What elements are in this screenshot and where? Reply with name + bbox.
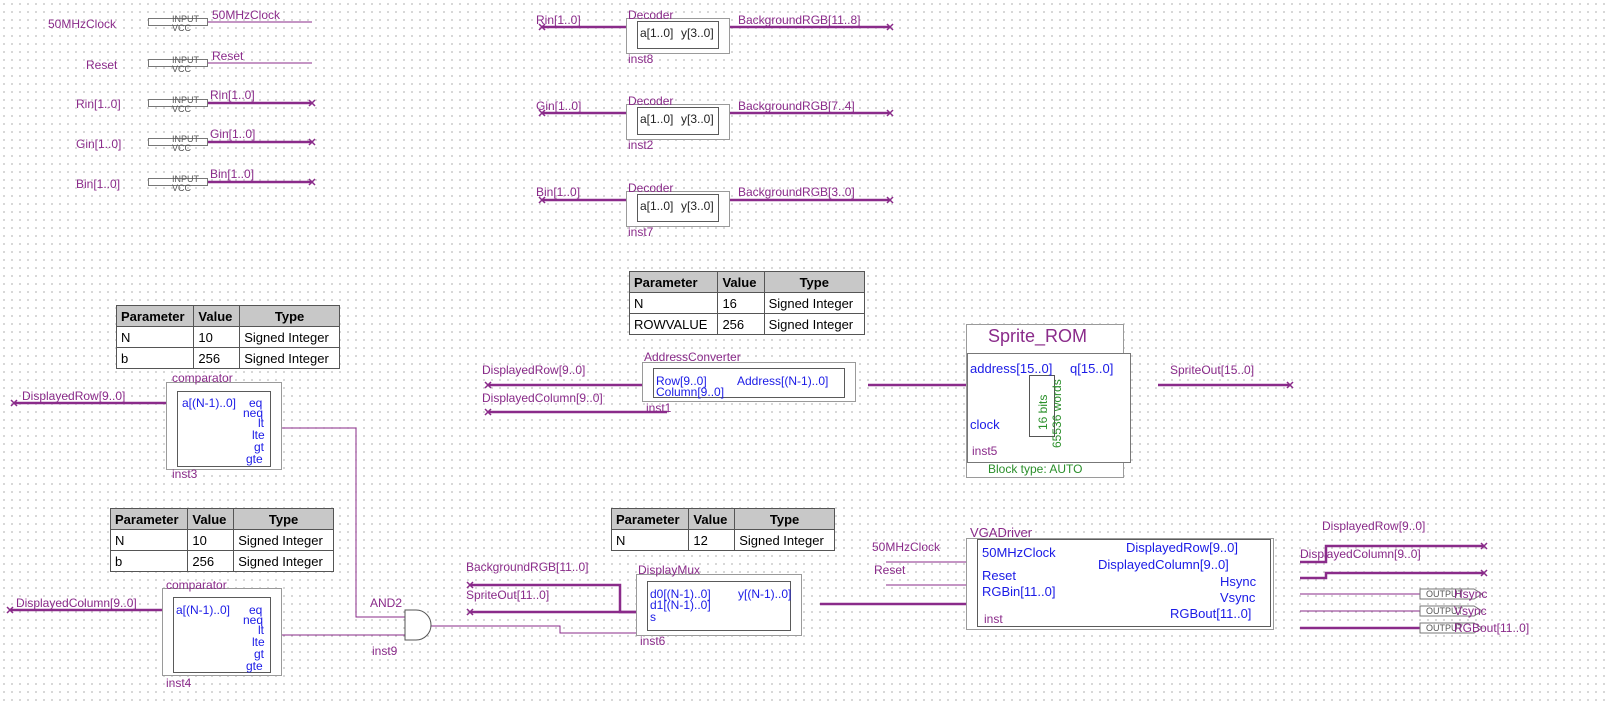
net-label: DisplayedRow[9..0] — [482, 363, 586, 377]
comparator-box[interactable] — [166, 382, 282, 470]
port-rgbout: RGBout[11..0] — [1170, 606, 1252, 621]
block-name: AND2 — [370, 596, 403, 610]
wire-vga-col — [1300, 571, 1484, 580]
inst-label: inst5 — [972, 444, 998, 458]
port-a: a[1..0] — [640, 26, 674, 40]
inst-label: inst7 — [628, 225, 654, 239]
net-label: BackgroundRGB[11..0] — [466, 560, 589, 574]
net-label: Bin[1..0] — [210, 167, 255, 181]
address-converter-box[interactable] — [642, 362, 856, 402]
port-y: y[3..0] — [681, 26, 714, 40]
net-label: Reset — [212, 49, 244, 63]
net-label: Rin[1..0] — [536, 13, 581, 27]
wire-and-out — [428, 625, 662, 634]
net-label: Rin[1..0] — [210, 88, 255, 102]
wire-comp1-lt — [282, 427, 405, 618]
inst-label: inst4 — [166, 676, 192, 690]
port-a: a[(N-1)..0] — [182, 396, 237, 410]
decoder-box[interactable] — [626, 191, 730, 227]
inst-label: inst3 — [172, 467, 198, 481]
comparator-box[interactable] — [162, 588, 282, 676]
port-displayedrow: DisplayedRow[9..0] — [1126, 540, 1238, 555]
rom-title: Sprite_ROM — [988, 326, 1088, 346]
net-label: Reset — [874, 563, 906, 577]
port-y: y[3..0] — [681, 199, 714, 213]
decoder-box[interactable] — [626, 18, 730, 54]
pin-label: Reset — [86, 58, 118, 72]
port-d1: d1[(N-1)..0] — [650, 598, 711, 612]
net-label: BackgroundRGB[3..0] — [738, 185, 855, 199]
port-d0: d0[(N-1)..0] — [650, 587, 711, 601]
net-label: SpriteOut[11..0] — [466, 588, 550, 602]
block-name: DisplayMux — [638, 563, 701, 577]
net-label: DisplayedColumn[9..0] — [1300, 547, 1421, 561]
net-label: 50MHzClock — [872, 540, 941, 554]
port-column: Column[9..0] — [656, 385, 725, 399]
pin-label: 50MHzClock — [48, 17, 117, 31]
pin-label: RGBout[11..0] — [1454, 621, 1530, 635]
inst-label: inst — [984, 612, 1003, 626]
rom-bits: 16 bits — [1036, 394, 1050, 430]
sprite-rom-box[interactable] — [966, 324, 1131, 478]
inst-label: inst6 — [640, 634, 666, 648]
port-address: Address[(N-1)..0] — [737, 374, 829, 388]
rom-words: 65536 words — [1050, 379, 1064, 448]
net-label: DisplayedRow[9..0] — [1322, 519, 1426, 533]
net-label: DisplayedColumn[9..0] — [16, 596, 137, 610]
rom-block-type: Block type: AUTO — [988, 462, 1083, 476]
and2-gate-shape — [404, 609, 432, 641]
port-vsync: Vsync — [1220, 590, 1256, 605]
decoder-box[interactable] — [626, 104, 730, 140]
port-address: address[15..0] — [970, 361, 1053, 376]
block-name: Decoder — [628, 181, 674, 195]
port-y: y[(N-1)..0] — [738, 587, 792, 601]
net-label: DisplayedColumn[9..0] — [482, 391, 603, 405]
display-mux-box[interactable] — [636, 574, 802, 636]
block-name: Decoder — [628, 8, 674, 22]
wire-vga-row — [1300, 544, 1484, 564]
net-label: SpriteOut[15..0] — [1170, 363, 1255, 377]
port-displayedcolumn: DisplayedColumn[9..0] — [1098, 557, 1229, 572]
vga-driver-box[interactable] — [966, 538, 1274, 630]
port-hsync: Hsync — [1220, 574, 1257, 589]
port-reset: Reset — [982, 568, 1016, 583]
net-label: Gin[1..0] — [210, 127, 256, 141]
port-rgbin: RGBin[11..0] — [982, 584, 1056, 599]
block-name: comparator — [166, 578, 227, 592]
port-clock: clock — [970, 417, 1000, 432]
port-a: a[1..0] — [640, 199, 674, 213]
block-name: comparator — [172, 371, 233, 385]
net-label: DisplayedRow[9..0] — [22, 389, 126, 403]
pin-label: Hsync — [1454, 587, 1488, 601]
block-name: VGADriver — [970, 525, 1033, 540]
port-row: Row[9..0] — [656, 374, 707, 388]
pin-label: Rin[1..0] — [76, 97, 121, 111]
net-label: Gin[1..0] — [536, 99, 582, 113]
inst-label: inst2 — [628, 138, 654, 152]
port-y: y[3..0] — [681, 112, 714, 126]
inst-label: inst8 — [628, 52, 654, 66]
block-name: AddressConverter — [644, 350, 741, 364]
port-a: a[1..0] — [640, 112, 674, 126]
inst-label: inst9 — [372, 644, 398, 658]
port-q: q[15..0] — [1070, 361, 1114, 376]
net-label: BackgroundRGB[7..4] — [738, 99, 855, 113]
net-label: BackgroundRGB[11..8] — [738, 13, 861, 27]
port-a: a[(N-1)..0] — [176, 603, 231, 617]
pin-label: Gin[1..0] — [76, 137, 122, 151]
pin-label: Vsync — [1454, 604, 1487, 618]
port-50mhzclock: 50MHzClock — [982, 545, 1056, 560]
net-label: Bin[1..0] — [536, 185, 581, 199]
port-s: s — [650, 610, 656, 624]
block-name: Decoder — [628, 94, 674, 108]
pin-label: Bin[1..0] — [76, 177, 121, 191]
net-label: 50MHzClock — [212, 8, 281, 22]
inst-label: inst1 — [646, 401, 672, 415]
